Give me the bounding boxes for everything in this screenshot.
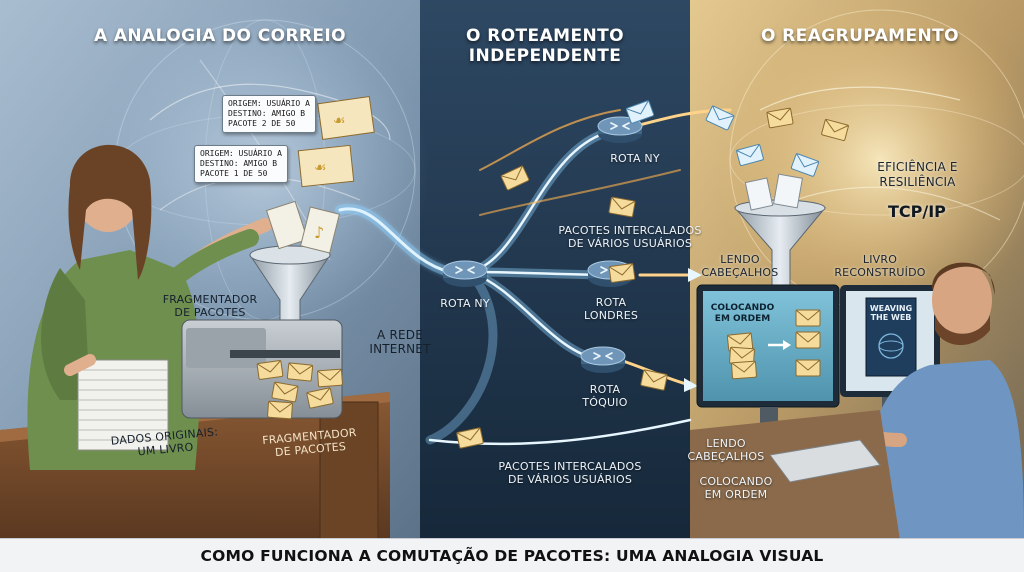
left-monitor: [696, 284, 840, 443]
svg-text:☙: ☙: [314, 160, 327, 176]
tcpip-label: TCP/IP: [888, 202, 946, 221]
route-ny-top-label: ROTA NY: [610, 152, 660, 165]
paper-stack: [64, 354, 169, 451]
reassembly-heading: O REAGRUPAMENTO: [761, 26, 959, 46]
efficiency-label: EFICIÊNCIA E RESILIÊNCIA: [877, 160, 958, 189]
tag-line: DESTINO: AMIGO B: [228, 109, 306, 118]
route-london-label: ROTA LONDRES: [583, 296, 639, 322]
ordering-bottom-label: COLOCANDO EM ORDEM: [699, 475, 773, 501]
stamp-envelopes: ☙ ☙: [297, 95, 375, 188]
packet-tag-1: ORIGEM: USUÁRIO A DESTINO: AMIGO B PACOT…: [194, 145, 288, 183]
interleaved-top-label: PACOTES INTERCALADOS DE VÁRIOS USUÁRIOS: [558, 224, 702, 250]
mail-heading: A ANALOGIA DO CORREIO: [93, 26, 347, 46]
packet-tag-2: ORIGEM: USUÁRIO A DESTINO: AMIGO B PACOT…: [222, 95, 316, 133]
arrow-heads: [684, 268, 702, 392]
route-ny-left-label: ROTA NY: [440, 297, 490, 310]
tag-line: PACOTE 1 DE 50: [200, 169, 268, 178]
right-monitor: [840, 285, 940, 417]
man-figure: [833, 262, 1024, 540]
reading-headers-top-label: LENDO CABEÇALHOS: [701, 253, 779, 279]
svg-text:☙: ☙: [333, 113, 346, 129]
reading-headers-bottom-label: LENDO CABEÇALHOS: [687, 437, 765, 463]
illustration: ♪ ☙ ☙: [0, 0, 1024, 540]
book-cover-title: WEAVING THE WEB: [869, 304, 913, 322]
ordering-screen-label: COLOCANDO EM ORDEM: [710, 303, 775, 324]
shredder: ♪: [181, 200, 344, 420]
fragmenter-label-top: FRAGMENTADOR DE PACOTES: [162, 293, 258, 319]
diagram-caption: COMO FUNCIONA A COMUTAÇÃO DE PACOTES: UM…: [200, 547, 824, 565]
right-desk: [690, 410, 900, 540]
interleaved-bottom-label: PACOTES INTERCALADOS DE VÁRIOS USUÁRIOS: [498, 460, 642, 486]
tag-line: PACOTE 2 DE 50: [228, 119, 296, 128]
rebuilt-book-label: LIVRO RECONSTRUÍDO: [834, 253, 926, 279]
tag-line: ORIGEM: USUÁRIO A: [200, 149, 282, 158]
routing-heading: O ROTEAMENTO INDEPENDENTE: [466, 26, 624, 66]
internet-label: A REDE INTERNET: [369, 328, 431, 356]
route-tokyo-label: ROTA TÓQUIO: [582, 383, 628, 409]
tag-line: ORIGEM: USUÁRIO A: [228, 99, 310, 108]
tag-line: DESTINO: AMIGO B: [200, 159, 278, 168]
svg-text:♪: ♪: [314, 223, 324, 242]
right-funnel: [733, 173, 827, 296]
caption-bar: COMO FUNCIONA A COMUTAÇÃO DE PACOTES: UM…: [0, 538, 1024, 572]
